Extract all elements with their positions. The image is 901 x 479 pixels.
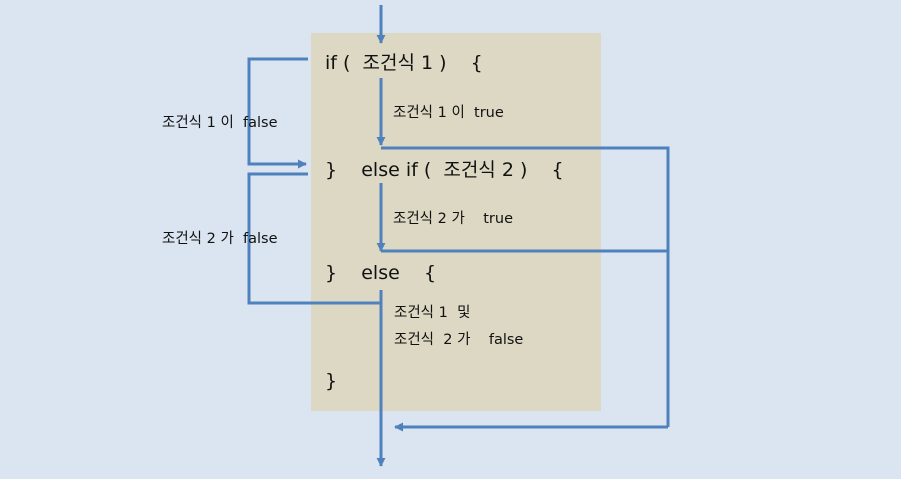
both-false-label-line2: 조건식 2 가 false	[394, 332, 524, 348]
cond1-false-label: 조건식 1 이 false	[162, 115, 278, 131]
cond1-false-arrow	[247, 57, 308, 169]
code-block	[311, 33, 601, 411]
cond1-true-exit-line	[381, 146, 670, 427]
cond1-true-label: 조건식 1 이 true	[393, 105, 504, 121]
else-line: } else {	[325, 262, 437, 284]
cond2-false-label: 조건식 2 가 false	[162, 231, 278, 247]
else-if-line: } else if ( 조건식 2 ) {	[325, 159, 564, 181]
if-line: if ( 조건식 1 ) {	[325, 52, 483, 74]
cond2-false-line	[247, 172, 381, 305]
cond2-true-label: 조건식 2 가 true	[393, 211, 513, 227]
both-false-label-line1: 조건식 1 및	[394, 305, 471, 321]
close-brace: }	[325, 370, 338, 392]
